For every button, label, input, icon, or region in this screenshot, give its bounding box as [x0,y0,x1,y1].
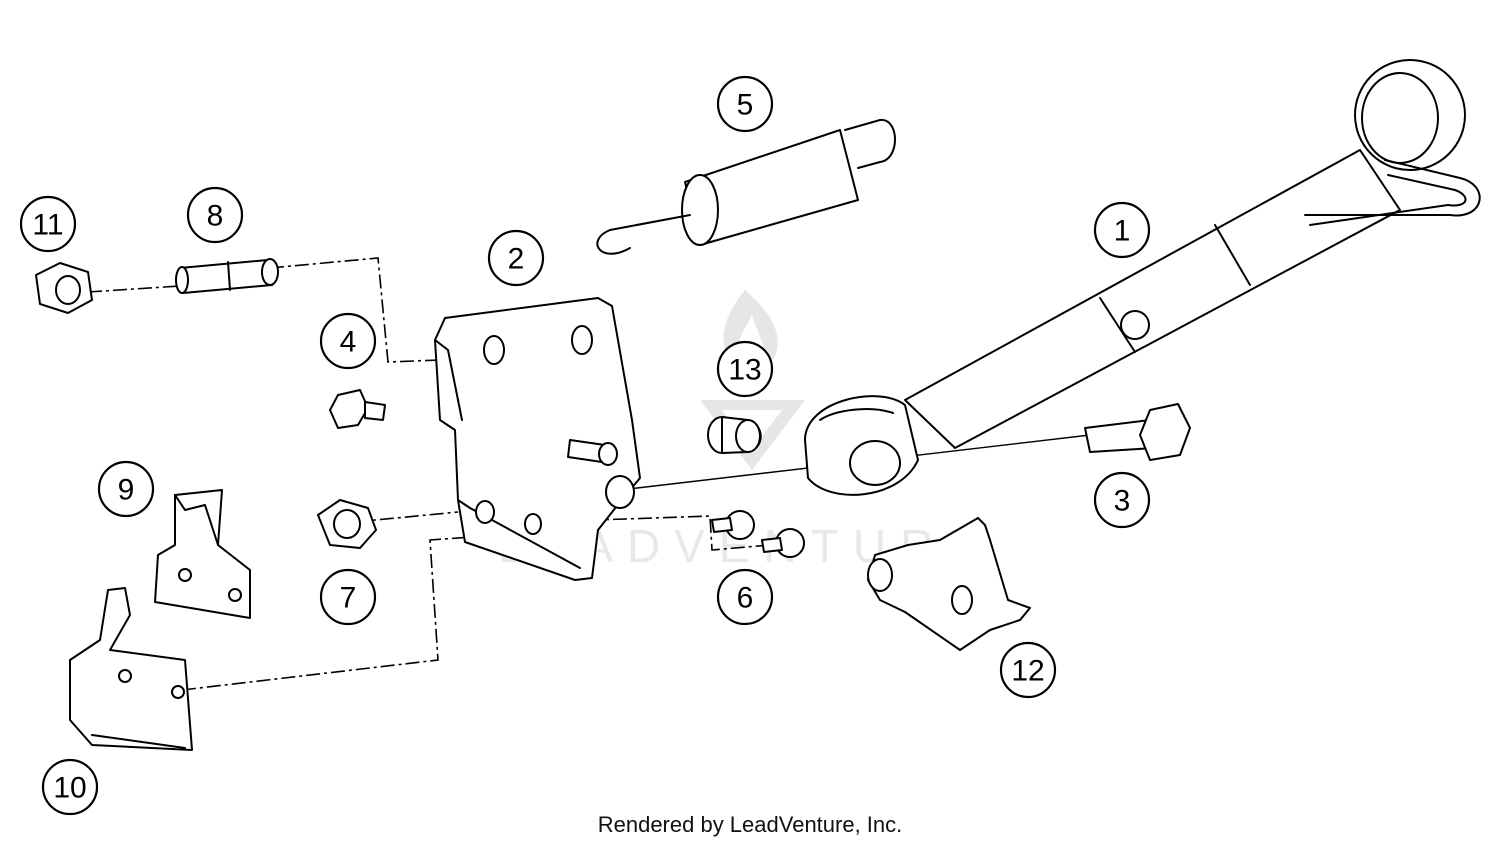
callout-9-label: 9 [118,474,135,507]
callout-8-label: 8 [207,200,224,233]
callout-10-label: 10 [53,772,86,805]
callout-7-label: 7 [340,582,357,615]
callout-1: 1 [1093,201,1151,259]
small-nut-part [329,389,386,429]
screws-part [711,510,805,558]
callout-10: 10 [41,758,99,816]
credit-text: Rendered by LeadVenture, Inc. [597,812,903,837]
nut-part [317,499,377,549]
callout-4-label: 4 [340,326,357,359]
callout-3: 3 [1093,471,1151,529]
callout-13: 13 [716,340,774,398]
hex-nut-part [35,262,93,314]
bracket-plate-part [434,297,641,581]
callout-5-label: 5 [737,89,754,122]
callout-4: 4 [319,312,377,370]
callout-1-label: 1 [1114,215,1131,248]
callout-7: 7 [319,568,377,626]
callout-3-label: 3 [1114,485,1131,518]
guide-block-part [154,489,251,619]
bracket-part [867,517,1031,651]
callout-11-label: 11 [32,209,63,242]
callout-12: 12 [999,641,1057,699]
callout-6: 6 [716,568,774,626]
side-stand-part [804,59,1481,496]
callout-2: 2 [487,229,545,287]
callout-12-label: 12 [1011,655,1044,688]
cover-part [69,587,193,751]
pin-part [175,258,279,294]
callout-6-label: 6 [737,582,754,615]
callout-2-label: 2 [508,243,525,276]
callout-11: 11 [19,195,77,253]
callout-5: 5 [716,75,774,133]
spring-part [596,118,896,255]
bushing-part [707,416,762,454]
callout-13-label: 13 [728,354,761,387]
callout-8: 8 [186,186,244,244]
bolt-part [1084,403,1191,461]
callout-9: 9 [97,460,155,518]
